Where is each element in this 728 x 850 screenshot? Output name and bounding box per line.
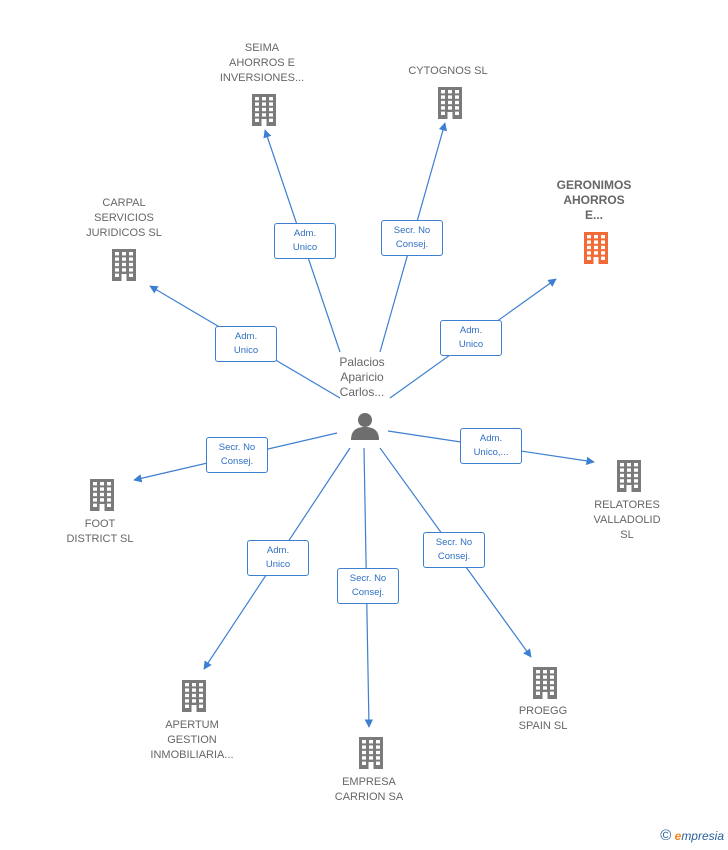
company-label-foot[interactable]: FOOT DISTRICT SL bbox=[66, 518, 134, 545]
company-label-proegg[interactable]: PROEGG SPAIN SL bbox=[518, 705, 568, 732]
brand-initial: e bbox=[674, 829, 682, 843]
company-label-carrion[interactable]: EMPRESA CARRION SA bbox=[334, 776, 404, 803]
building-icon[interactable] bbox=[179, 679, 209, 718]
company-label-carpal[interactable]: CARPAL SERVICIOS JURIDICOS SL bbox=[86, 197, 162, 239]
company-label-apertum[interactable]: APERTUM GESTION INMOBILIARIA... bbox=[150, 719, 234, 761]
building-icon[interactable] bbox=[109, 248, 139, 287]
edge-label-geronimos[interactable]: Adm. Unico bbox=[440, 320, 502, 356]
building-icon[interactable] bbox=[581, 231, 611, 270]
edge-label-carpal[interactable]: Adm. Unico bbox=[215, 326, 277, 362]
building-icon[interactable] bbox=[356, 736, 386, 775]
building-icon[interactable] bbox=[530, 666, 560, 705]
footer-brand: © empresia bbox=[660, 827, 724, 844]
edge-label-relatores[interactable]: Adm. Unico,... bbox=[460, 428, 522, 464]
building-icon[interactable] bbox=[87, 478, 117, 517]
edge-label-cytognos[interactable]: Secr. No Consej. bbox=[381, 220, 443, 256]
edge-label-proegg[interactable]: Secr. No Consej. bbox=[423, 532, 485, 568]
building-icon[interactable] bbox=[435, 86, 465, 125]
company-label-seima[interactable]: SEIMA AHORROS E INVERSIONES... bbox=[219, 42, 305, 84]
edge-label-seima[interactable]: Adm. Unico bbox=[274, 223, 336, 259]
edge-label-apertum[interactable]: Adm. Unico bbox=[247, 540, 309, 576]
company-label-geronimos[interactable]: GERONIMOS AHORROS E... bbox=[556, 178, 632, 222]
company-label-relatores[interactable]: RELATORES VALLADOLID SL bbox=[593, 499, 661, 541]
building-icon[interactable] bbox=[249, 93, 279, 132]
person-icon[interactable] bbox=[349, 410, 381, 442]
edge-label-foot[interactable]: Secr. No Consej. bbox=[206, 437, 268, 473]
company-label-cytognos[interactable]: CYTOGNOS SL bbox=[408, 65, 488, 77]
center-person-label[interactable]: Palacios Aparicio Carlos... bbox=[339, 355, 385, 399]
edge-label-carrion[interactable]: Secr. No Consej. bbox=[337, 568, 399, 604]
building-icon[interactable] bbox=[614, 459, 644, 498]
copyright-icon: © bbox=[660, 827, 672, 844]
brand-name: mpresia bbox=[681, 829, 724, 843]
